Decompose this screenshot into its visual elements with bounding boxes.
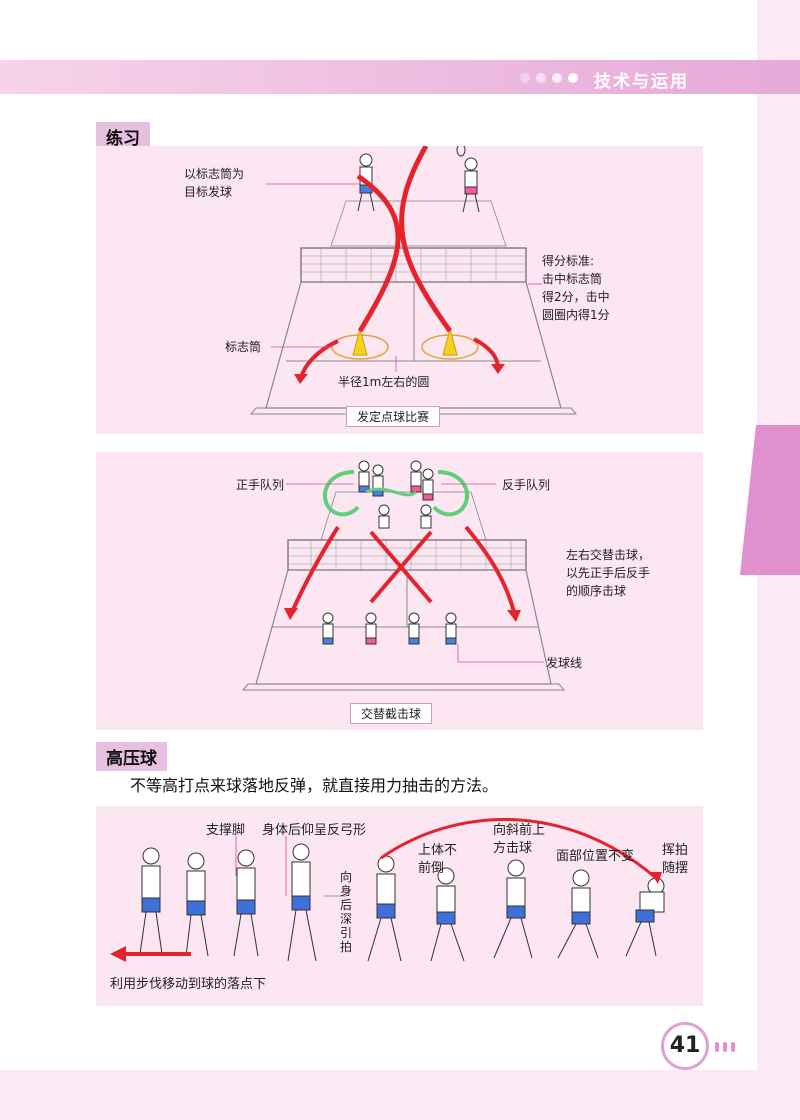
- label-upper-body: 上体不前倒: [418, 843, 458, 876]
- page-number: 41: [661, 1022, 709, 1070]
- label-follow-through: 挥拍随摆: [662, 843, 689, 876]
- label-backhand-queue: 反手队列: [502, 478, 551, 492]
- volley-arrow-1: [290, 525, 340, 613]
- header-dots: [520, 73, 578, 83]
- header-title: 技术与运用: [594, 72, 689, 92]
- green-loop-left: [322, 470, 360, 517]
- smash-figure-1: [139, 847, 163, 955]
- label-circle: 半径1m左右的圆: [338, 375, 430, 389]
- volley-court-illustration: [241, 460, 566, 691]
- smash-figure-9: [625, 877, 665, 957]
- smash-sequence-illustration: [110, 818, 665, 962]
- backhand-queue: [410, 460, 434, 529]
- label-racket-back: 向身后 深引拍: [340, 870, 353, 954]
- header-band: [0, 60, 800, 94]
- serve-arrow-1: [356, 173, 401, 333]
- serve-arrow-2: [399, 146, 453, 333]
- serve-court-illustration: [249, 146, 578, 415]
- diagram-serve-panel: [96, 146, 703, 434]
- smash-figure-8: [557, 869, 599, 959]
- label-forehand-queue: 正手队列: [236, 478, 285, 492]
- smash-figure-2: [185, 852, 209, 957]
- smash-figure-3: [233, 849, 259, 957]
- caption-serve: 发定点球比赛: [346, 406, 441, 427]
- label-serve-line: 发球线: [546, 656, 583, 670]
- side-tab: [740, 425, 800, 575]
- smash-figure-4: [287, 843, 317, 962]
- cone-right: [442, 327, 458, 356]
- cone-left: [352, 327, 368, 356]
- page-number-dots: [715, 1042, 735, 1052]
- label-alternate: 左右交替击球，以先正手后反手的顺序击球: [566, 548, 651, 598]
- smash-description: 不等高打点来球落地反弹，就直接用力抽击的方法。: [130, 776, 499, 795]
- label-serve-target: 以标志筒为目标发球: [184, 167, 245, 199]
- smash-figure-6: [430, 867, 465, 962]
- label-support-foot: 支撑脚: [206, 823, 246, 838]
- label-face-steady: 面部位置不变: [556, 849, 635, 864]
- label-scoring: 得分标准:击中标志筒 得2分，击中圆圈内得1分: [542, 254, 610, 322]
- player-server-right: [456, 146, 480, 213]
- green-loop-right: [432, 470, 470, 517]
- ball-trajectory: [380, 818, 657, 880]
- move-arrow-head: [110, 946, 126, 962]
- label-cone: 标志筒: [225, 340, 262, 354]
- forehand-queue: [358, 460, 390, 529]
- smash-figure-7: [493, 859, 533, 959]
- label-body-arch: 身体后仰呈反弓形: [262, 823, 367, 838]
- near-players: [322, 612, 457, 645]
- section-label-smash: 高压球: [96, 742, 167, 771]
- caption-volley: 交替截击球: [350, 703, 433, 724]
- label-hit-up: 向斜前上方击球: [493, 823, 546, 856]
- smash-figure-5: [367, 855, 402, 962]
- label-footwork: 利用步伐移动到球的落点下: [110, 977, 267, 992]
- volley-arrow-2: [464, 525, 516, 613]
